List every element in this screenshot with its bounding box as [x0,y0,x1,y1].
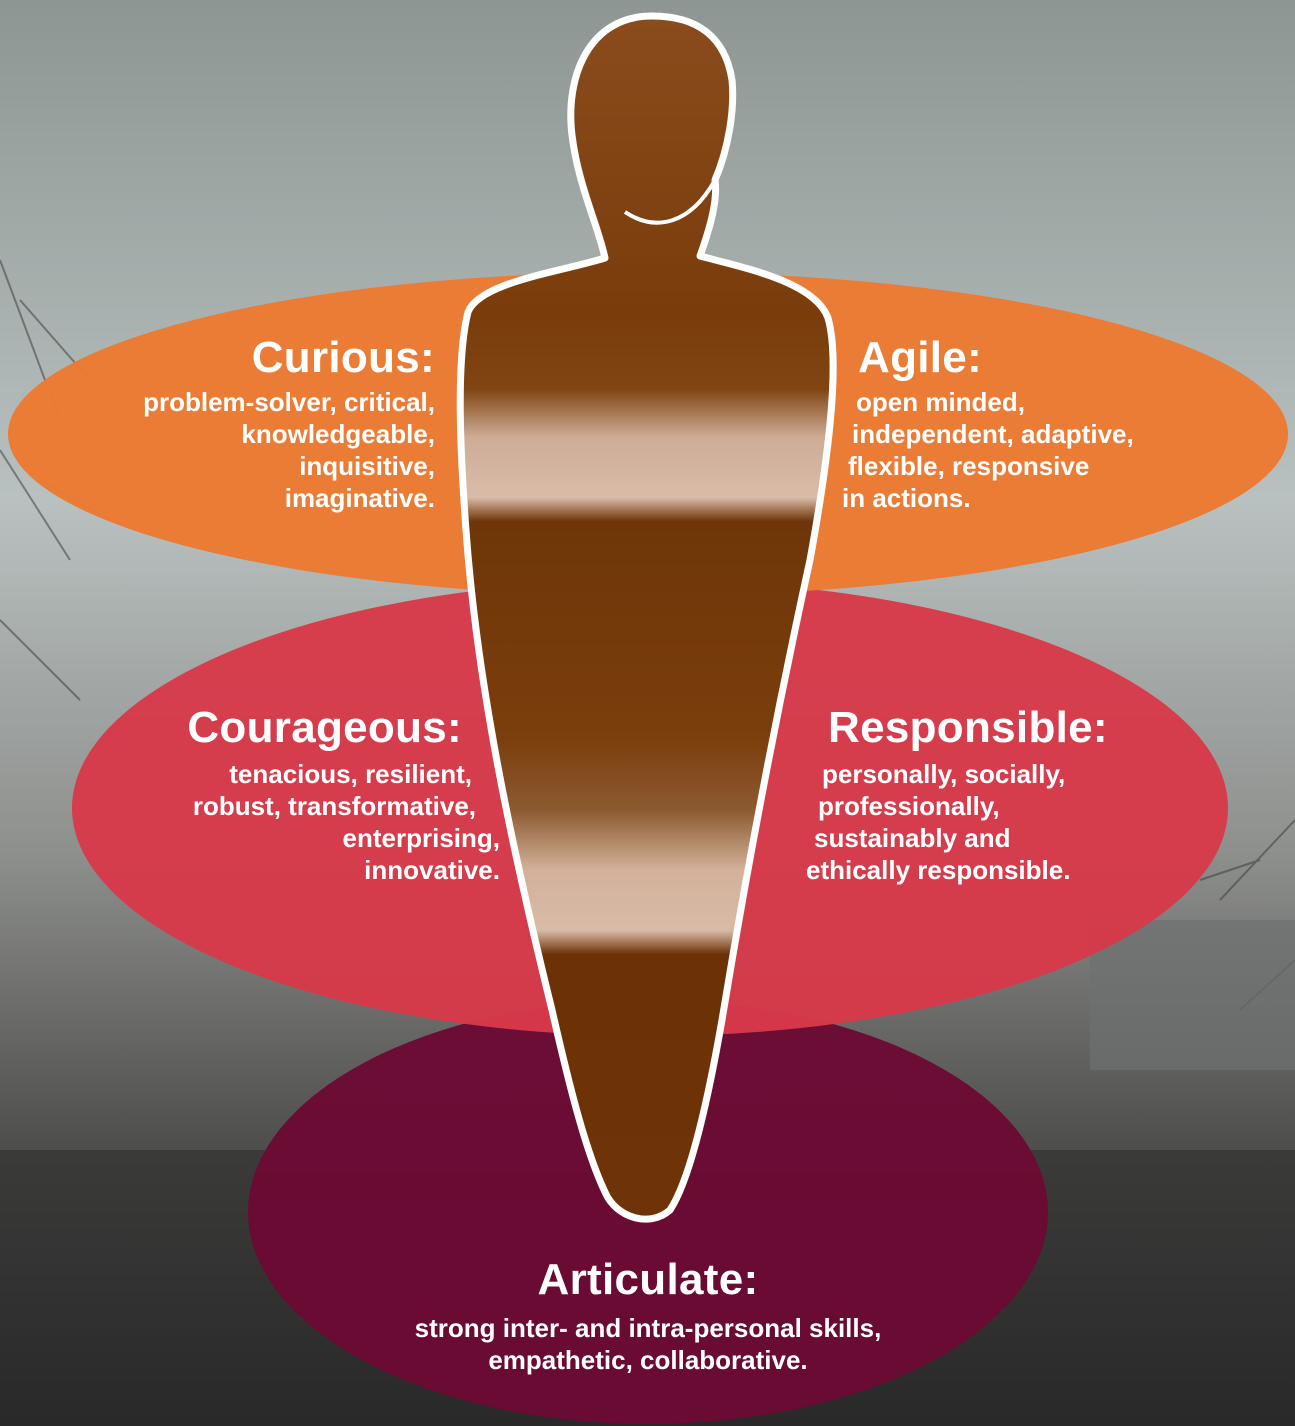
trait-responsible: Responsible: personally, socially, profe… [806,706,1276,886]
trait-courageous-line: tenacious, resilient, [229,759,472,789]
trait-courageous-description: tenacious, resilient, robust, transforma… [60,758,500,886]
trait-curious-title: Curious: [251,333,435,382]
trait-curious: Curious: problem-solver, critical, knowl… [20,336,435,514]
trait-agile: Agile: open minded, independent, adaptiv… [842,336,1272,514]
trait-courageous-line: robust, transformative, [192,791,476,821]
trait-curious-description: problem-solver, critical, knowledgeable,… [20,386,435,514]
trait-curious-line: inquisitive, [299,451,435,481]
trait-courageous: Courageous: tenacious, resilient, robust… [60,706,500,886]
trait-agile-line: open minded, [856,387,1025,417]
human-figure [456,12,837,1223]
trait-agile-description: open minded, independent, adaptive, flex… [842,386,1272,514]
trait-responsible-line: personally, socially, [822,759,1066,789]
trait-articulate-description: strong inter- and intra-personal skills,… [298,1312,998,1376]
trait-courageous-line: enterprising, [342,823,500,853]
trait-agile-line: in actions. [842,483,971,513]
trait-agile-title: Agile: [858,333,983,382]
trait-agile-line: flexible, responsive [848,451,1090,481]
trait-articulate-line: strong inter- and intra-personal skills, [414,1313,882,1343]
figure-chin-line [623,179,717,225]
trait-curious-line: imaginative. [284,483,435,513]
trait-responsible-title: Responsible: [828,703,1108,752]
trait-courageous-line: innovative. [364,855,500,885]
trait-agile-line: independent, adaptive, [852,419,1134,449]
trait-curious-line: knowledgeable, [241,419,435,449]
trait-articulate-line: empathetic, collaborative. [488,1345,808,1375]
trait-responsible-line: ethically responsible. [806,855,1071,885]
trait-curious-line: problem-solver, critical, [143,387,435,417]
trait-courageous-title: Courageous: [187,703,462,752]
background-building [1090,920,1295,1070]
trait-responsible-line: professionally, [818,791,1000,821]
trait-responsible-description: personally, socially, professionally, su… [806,758,1276,886]
trait-articulate: Articulate: strong inter- and intra-pers… [298,1258,998,1376]
trait-responsible-line: sustainably and [814,823,1011,853]
trait-articulate-title: Articulate: [537,1255,759,1304]
